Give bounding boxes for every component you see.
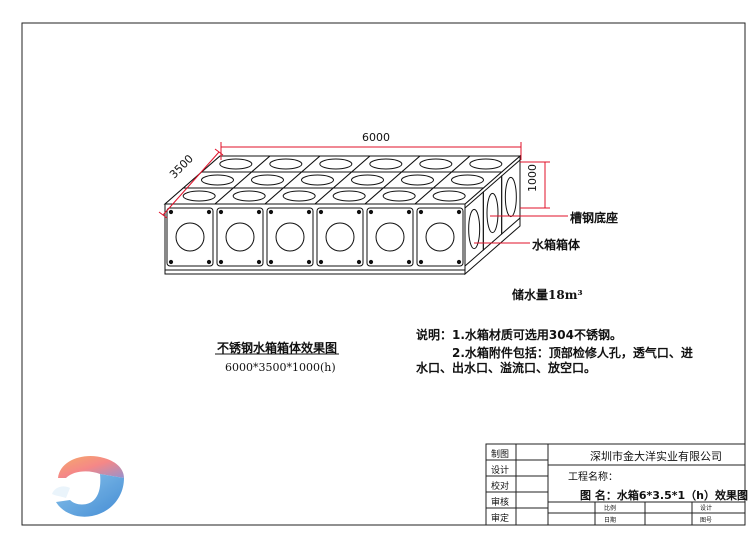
tb-small-date: 日期 — [604, 517, 617, 524]
tank-3d-drawing — [163, 154, 522, 276]
top-panel-ring — [451, 174, 484, 186]
side-panel-ring — [504, 176, 517, 218]
panel-bolt — [356, 259, 362, 265]
dimension-length-line — [220, 142, 522, 160]
top-panel-ring — [351, 174, 384, 186]
notes-line-1: 说明：1.水箱材质可选用304不锈钢。 — [416, 328, 622, 342]
front-panel — [216, 207, 264, 267]
panel-bolt — [456, 259, 462, 265]
panel-bolt — [206, 209, 212, 215]
callout-tank-body-label: 水箱箱体 — [532, 238, 581, 252]
panel-bolt — [418, 259, 424, 265]
front-panel — [266, 207, 314, 267]
front-panel — [416, 207, 464, 267]
panel-bolt — [406, 209, 412, 215]
panel-bolt — [218, 209, 224, 215]
panel-bolt — [218, 259, 224, 265]
top-panel-ring — [369, 158, 403, 170]
top-panel-ring — [251, 174, 284, 186]
figure-spec: 6000*3500*1000(h) — [225, 361, 336, 374]
title-block-grid — [485, 443, 746, 526]
top-panel-ring — [319, 158, 353, 170]
top-panel-ring — [432, 190, 466, 202]
tb-small-number: 图号 — [700, 517, 713, 524]
panel-bolt — [256, 259, 262, 265]
side-panel-ring — [486, 192, 499, 234]
panel-bolt — [268, 259, 274, 265]
tb-project-label: 工程名称： — [568, 472, 618, 483]
panel-bolt — [318, 259, 324, 265]
top-panel-ring — [282, 190, 316, 202]
panel-bolt — [306, 259, 312, 265]
tb-company-name: 深圳市金大洋实业有限公司 — [590, 450, 722, 463]
tb-label-design: 设计 — [491, 466, 510, 476]
front-panel-ring — [425, 222, 455, 252]
front-panel-ring — [225, 222, 255, 252]
capacity-label: 储水量18m³ — [512, 288, 583, 302]
top-panel-ring — [401, 174, 434, 186]
panel-bolt — [418, 209, 424, 215]
side-panel — [501, 158, 521, 236]
front-panel — [166, 207, 214, 267]
side-panel-ring — [468, 208, 481, 250]
callout-base-label: 槽钢底座 — [570, 211, 619, 225]
dimension-width-line — [158, 148, 224, 219]
panel-bolt — [168, 259, 174, 265]
panel-bolt — [168, 209, 174, 215]
tb-label-approve: 审定 — [491, 514, 510, 524]
top-panel-ring — [269, 158, 303, 170]
notes-line-3: 水口、出水口、溢流口、放空口。 — [416, 361, 597, 375]
top-panel-ring — [232, 190, 266, 202]
front-panel — [366, 207, 414, 267]
tb-label-drawn: 制图 — [491, 450, 510, 460]
dimension-height-line — [520, 161, 550, 209]
tb-small-design: 设计 — [700, 505, 713, 512]
top-panel-ring — [301, 174, 334, 186]
panel-bolt — [406, 259, 412, 265]
front-panel-ring — [175, 222, 205, 252]
top-panel-ring — [201, 174, 234, 186]
front-panel-ring — [325, 222, 355, 252]
top-panel-ring — [182, 190, 216, 202]
panel-bolt — [368, 259, 374, 265]
panel-bolt — [206, 259, 212, 265]
dimension-length-label: 6000 — [362, 131, 390, 144]
tb-label-check: 校对 — [491, 482, 510, 492]
panel-bolt — [256, 209, 262, 215]
top-panel — [450, 155, 522, 173]
tank-front-face — [164, 203, 466, 275]
notes-line-2: 2.水箱附件包括：顶部检修人孔，透气口、进 — [452, 346, 693, 360]
panel-bolt — [368, 209, 374, 215]
panel-bolt — [318, 209, 324, 215]
tb-drawing-name: 图 名：水箱6*3.5*1（h）效果图 — [580, 489, 748, 502]
front-panel-ring — [375, 222, 405, 252]
panel-bolt — [268, 209, 274, 215]
sheet-border — [21, 22, 746, 526]
front-panel — [316, 207, 364, 267]
top-panel-ring — [382, 190, 416, 202]
top-panel-ring — [419, 158, 453, 170]
company-logo-icon — [52, 456, 124, 517]
tb-label-review: 审核 — [491, 498, 510, 508]
panel-bolt — [306, 209, 312, 215]
top-panel-ring — [469, 158, 503, 170]
figure-title: 不锈钢水箱箱体效果图 — [217, 341, 338, 355]
front-panel-ring — [275, 222, 305, 252]
dimension-height-label: 1000 — [526, 164, 539, 192]
top-panel-ring — [332, 190, 366, 202]
panel-bolt — [356, 209, 362, 215]
top-panel-ring — [219, 158, 253, 170]
tb-small-scale: 比例 — [604, 505, 617, 512]
panel-bolt — [456, 209, 462, 215]
